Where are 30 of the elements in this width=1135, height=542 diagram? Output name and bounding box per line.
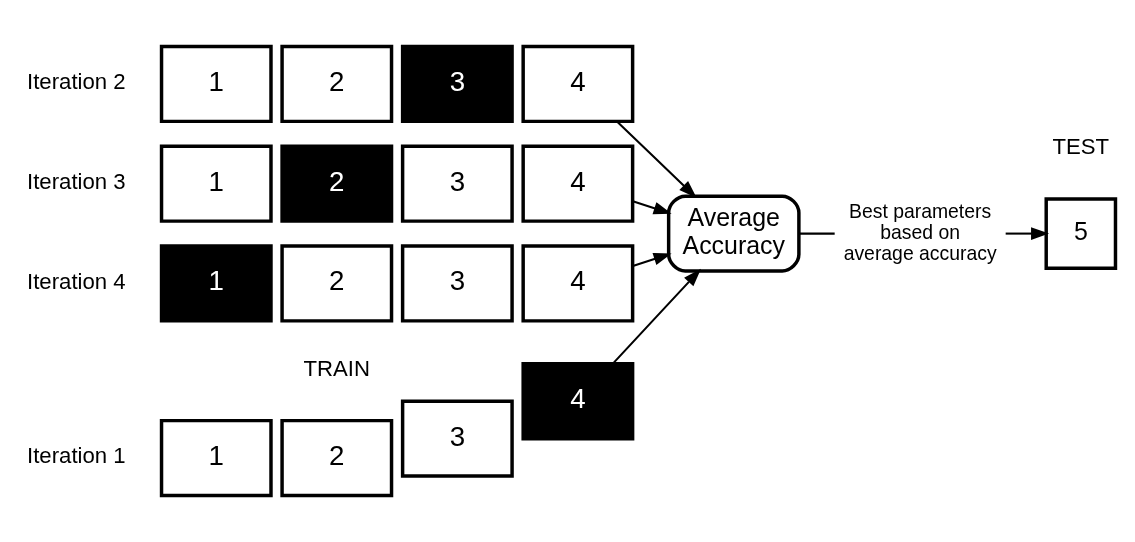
node-box: 5 (1044, 197, 1118, 270)
label: TEST (1052, 134, 1110, 160)
node-box: 2 (280, 418, 394, 498)
node-box: 4 (521, 244, 635, 323)
node-box: 3 (400, 144, 514, 223)
label: Iteration 3 (27, 168, 126, 194)
node-box: 1 (159, 44, 273, 124)
arrow (632, 252, 672, 267)
label: Iteration 2 (27, 69, 126, 95)
label: TRAIN (303, 356, 371, 382)
label: Iteration 1 (27, 443, 126, 469)
node-box: 2 (280, 144, 394, 223)
node-box: 1 (159, 144, 273, 223)
node-box: 2 (280, 44, 394, 124)
connector (798, 232, 835, 235)
node-box: 4 (521, 362, 635, 441)
arrow (1005, 227, 1050, 240)
node-box: 2 (280, 244, 394, 323)
arrow (612, 268, 702, 365)
node-box: 3 (400, 399, 514, 478)
node-box: 1 (159, 418, 273, 498)
label: Iteration 4 (27, 268, 126, 294)
node-box: Average Accuracy (666, 194, 801, 273)
node-box: 3 (400, 44, 514, 124)
arrow (632, 200, 672, 215)
node-box: 1 (159, 244, 273, 323)
node-text: Best parameters based on average accuracy (843, 199, 997, 264)
node-box: 4 (521, 44, 635, 124)
node-box: 3 (400, 244, 514, 323)
node-box: 4 (521, 144, 635, 223)
